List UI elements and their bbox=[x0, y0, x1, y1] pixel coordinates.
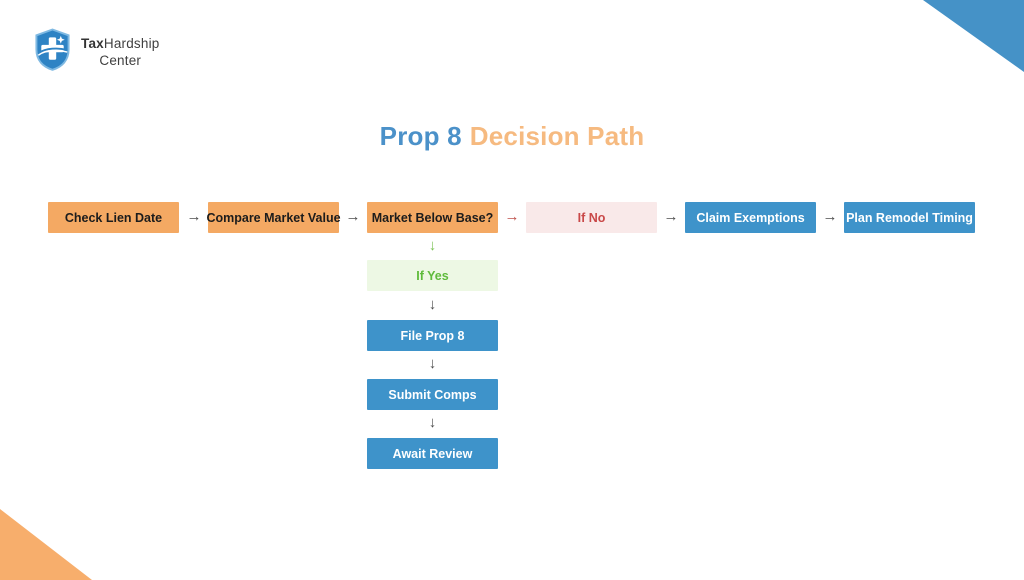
arrow-right-icon: → bbox=[663, 208, 679, 225]
page-title-prefix: Prop 8 bbox=[379, 121, 462, 151]
arrow-down-icon: ↓ bbox=[428, 414, 437, 431]
node-claim-exemptions: Claim Exemptions bbox=[685, 202, 816, 233]
node-plan-remodel-timing: Plan Remodel Timing bbox=[844, 202, 975, 233]
node-if-no: If No bbox=[526, 202, 657, 233]
node-market-below-base: Market Below Base? bbox=[367, 202, 498, 233]
brand-name: TaxHardship Center bbox=[81, 28, 160, 69]
brand-name-line2: Center bbox=[99, 53, 142, 68]
node-if-yes: If Yes bbox=[367, 260, 498, 291]
node-file-prop-8: File Prop 8 bbox=[367, 320, 498, 351]
arrow-right-icon: → bbox=[822, 208, 838, 225]
node-compare-market-value: Compare Market Value bbox=[206, 202, 341, 233]
brand-name-line1: TaxHardship bbox=[81, 36, 160, 51]
arrow-down-green-icon: ↓ bbox=[428, 237, 437, 254]
shield-medical-cross-icon bbox=[33, 28, 72, 71]
brand-logo: TaxHardship Center bbox=[33, 28, 160, 71]
node-submit-comps: Submit Comps bbox=[367, 379, 498, 410]
node-check-lien-date: Check Lien Date bbox=[48, 202, 179, 233]
page-title-suffix: Decision Path bbox=[469, 121, 645, 151]
arrow-down-icon: ↓ bbox=[428, 355, 437, 372]
arrow-right-icon: → bbox=[345, 208, 361, 225]
corner-triangle-top-right bbox=[923, 0, 1024, 72]
arrow-down-icon: ↓ bbox=[428, 296, 437, 313]
corner-triangle-bottom-left bbox=[0, 509, 92, 580]
arrow-right-red-icon: → bbox=[504, 208, 520, 225]
node-await-review: Await Review bbox=[367, 438, 498, 469]
arrow-right-icon: → bbox=[186, 208, 202, 225]
